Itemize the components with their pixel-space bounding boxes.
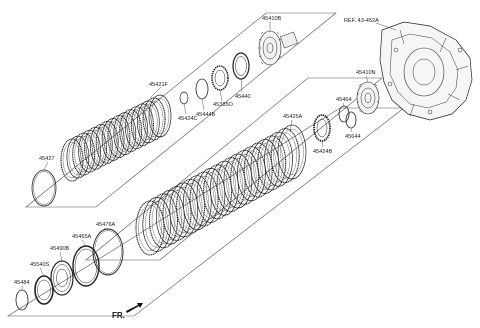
callout-45424B: 45424B (313, 149, 333, 155)
callout-45440: 45440 (235, 94, 251, 100)
callout-45464: 45464 (336, 97, 352, 103)
clutch-disc-inner (185, 179, 209, 226)
callout-45476A: 45476A (96, 222, 116, 228)
part-45427-snap-ring (31, 169, 57, 207)
clutch-disc (135, 200, 165, 256)
clutch-disc (78, 129, 101, 173)
clutch-disc (277, 124, 307, 180)
clutch-disc-inner (280, 128, 304, 176)
clutch-disc (125, 106, 148, 150)
clutch-disc-inner (172, 186, 196, 233)
clutch-disc (148, 94, 172, 138)
part-45490B-piston (50, 260, 74, 296)
clutch-disc-inner (192, 175, 216, 223)
clutch-disc-inner (233, 154, 257, 201)
part-45425A-disc-pack (135, 124, 307, 256)
transmission-case (379, 21, 473, 121)
callout-45484: 45484 (14, 280, 30, 286)
callout-45444B: 45444B (196, 112, 216, 118)
clutch-disc-inner (86, 130, 105, 167)
front-direction-label: FR. (112, 311, 125, 320)
callout-45490B: 45490B (50, 246, 70, 252)
clutch-disc-inner (103, 121, 123, 158)
clutch-disc-inner (62, 142, 82, 178)
callout-45410N: 45410N (356, 70, 376, 76)
callout-45425A: 45425A (283, 114, 303, 120)
callout-45540S: 45540S (30, 262, 50, 268)
clutch-disc (230, 149, 260, 205)
clutch-disc-inner (266, 136, 291, 183)
clutch-disc (216, 157, 246, 213)
clutch-disc (189, 171, 219, 227)
clutch-disc-inner (239, 150, 264, 197)
part-45424B-bearing (313, 114, 331, 142)
clutch-disc-inner (145, 201, 169, 248)
clutch-disc-inner (151, 197, 176, 244)
clutch-disc (270, 128, 300, 184)
clutch-disc-inner (144, 100, 164, 137)
clutch-disc (203, 164, 233, 220)
part-45540S-ring (34, 275, 54, 305)
clutch-disc-inner (138, 204, 162, 252)
clutch-disc-inner (260, 139, 284, 186)
callout-45427: 45427 (39, 156, 55, 162)
part-45410N-gear (356, 81, 380, 115)
callout-45410B: 45410B (262, 16, 282, 22)
callout-45421F: 45421F (149, 82, 169, 88)
clutch-disc-inner (199, 172, 223, 219)
front-direction-arrow-icon (126, 303, 143, 313)
part-45385O-bearing (211, 65, 229, 91)
part-45421F-disc-pack (60, 94, 172, 182)
clutch-disc (162, 185, 192, 242)
clutch-disc (243, 142, 273, 198)
clutch-disc (66, 135, 90, 179)
clutch-disc-inner (253, 143, 277, 190)
clutch-disc (101, 118, 125, 161)
clutch-disc (148, 193, 179, 249)
part-45476A-ring (92, 228, 124, 276)
clutch-disc-inner (178, 183, 203, 230)
clutch-disc-inner (219, 161, 243, 208)
callout-ref: REF. 43-452A (344, 18, 379, 24)
leader-lines (21, 22, 397, 290)
part-45440-ring (232, 52, 250, 80)
callout-45385O: 45385O (213, 102, 234, 108)
clutch-disc-inner (80, 133, 99, 170)
part-45444B-ring (195, 78, 209, 100)
clutch-disc-inner (246, 147, 270, 194)
group-box-bottom (6, 107, 405, 317)
clutch-disc (89, 123, 113, 167)
clutch-disc-inner (127, 109, 146, 146)
clutch-disc (257, 135, 287, 191)
clutch-disc-inner (68, 139, 88, 176)
clutch-disc-inner (158, 194, 182, 241)
clutch-disc-inner (226, 157, 250, 205)
part-45410B-gear (258, 30, 298, 66)
callout-45465A: 45465A (72, 234, 92, 240)
clutch-disc-inner (273, 132, 297, 179)
clutch-disc-inner (98, 124, 117, 161)
part-45465A-ring (72, 245, 100, 287)
clutch-disc-inner (115, 115, 134, 152)
clutch-disc-inner (212, 165, 237, 212)
clutch-disc-inner (133, 106, 152, 143)
clutch-disc-inner (121, 112, 140, 149)
clutch-disc (176, 178, 206, 234)
clutch-disc-inner (150, 98, 170, 134)
clutch-disc (136, 100, 160, 144)
part-45424C-ring (179, 91, 189, 105)
clutch-disc-inner (109, 118, 129, 155)
clutch-disc (113, 112, 137, 155)
callout-45424C: 45424C (178, 116, 198, 122)
clutch-disc-inner (205, 168, 230, 215)
clutch-disc-inner (165, 190, 189, 237)
clutch-disc-inner (74, 136, 93, 173)
callout-45644: 45644 (345, 134, 361, 140)
clutch-disc-inner (139, 103, 158, 140)
clutch-disc-inner (92, 127, 111, 164)
